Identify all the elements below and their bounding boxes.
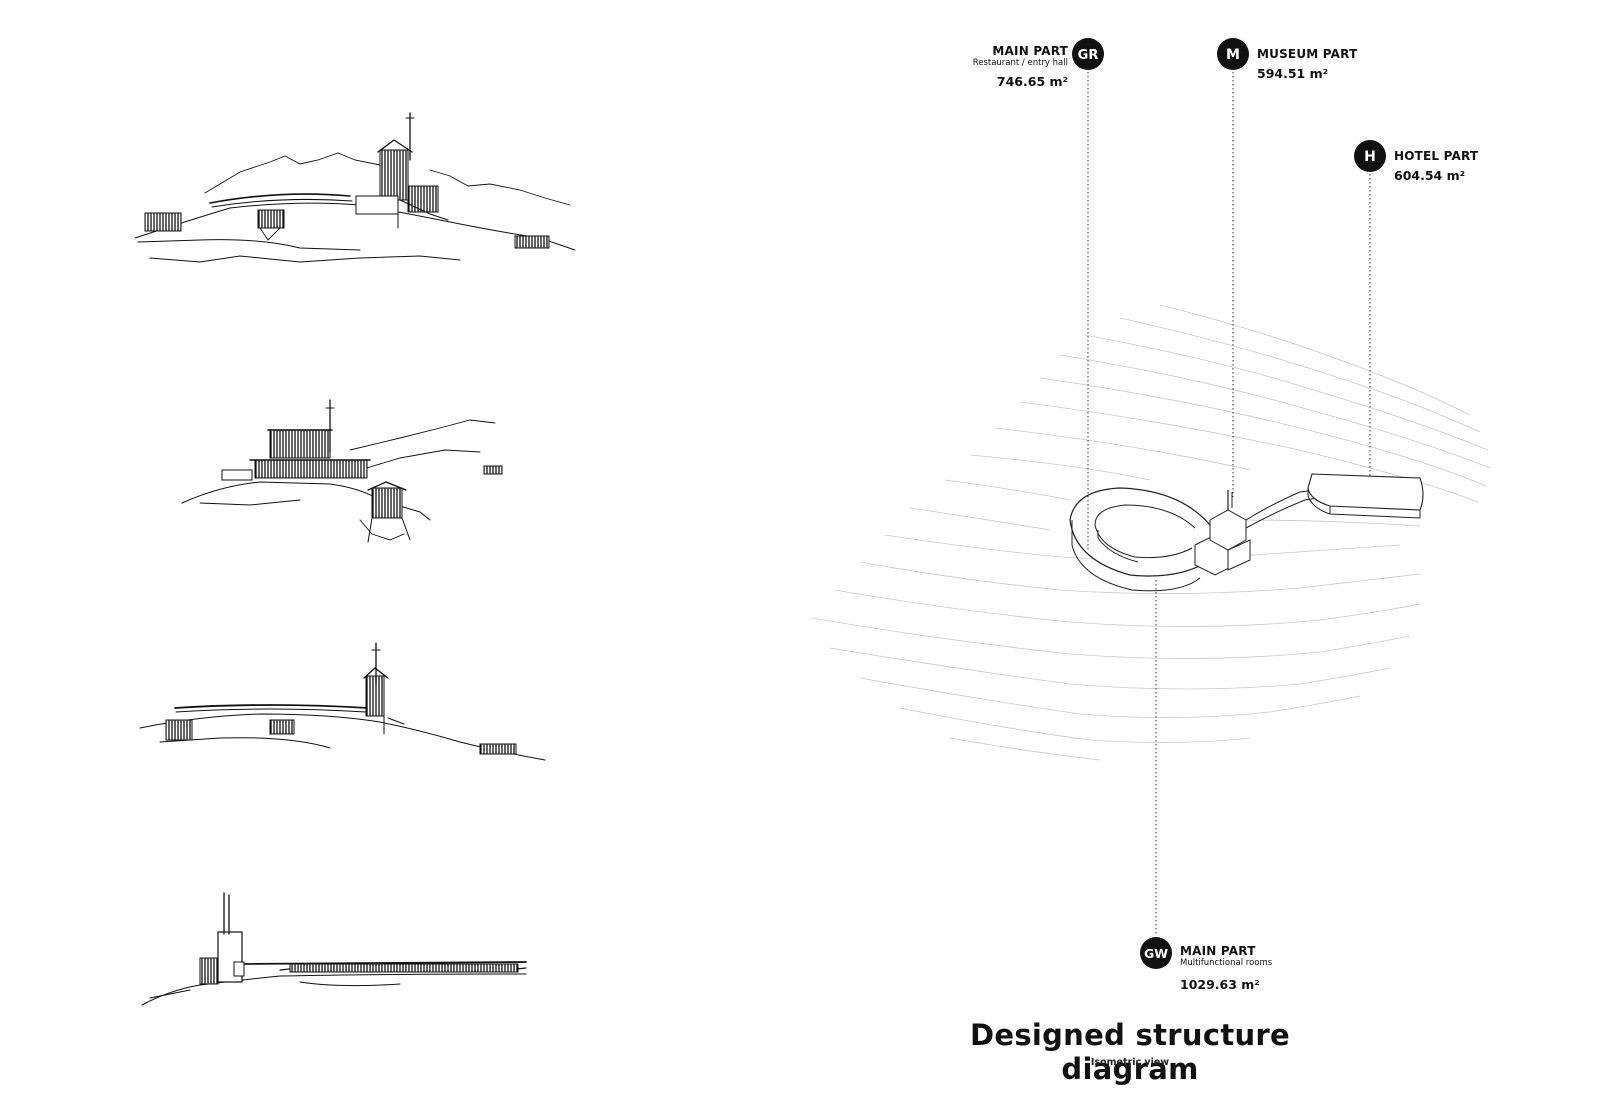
part-name: MAIN PART [1180,944,1256,958]
svg-text:GR: GR [1078,48,1099,63]
leader-lines [1087,68,1371,935]
part-area: 1029.63 m² [1180,977,1260,992]
part-description: Restaurant / entry hall [972,58,1068,68]
elevation-sketch-3 [139,642,546,761]
badge-h: H [1354,140,1386,172]
label-museum-part: MUSEUM PART 594.51 m² [1257,47,1357,81]
elevation-sketch-1 [134,112,576,263]
part-area: 594.51 m² [1257,66,1329,81]
svg-text:H: H [1364,149,1376,165]
svg-text:GW: GW [1144,946,1168,961]
elevation-sketch-4 [141,892,527,1006]
badge-m: M [1217,38,1249,70]
label-main-part-multifunctional: MAIN PART Multifunctional rooms 1029.63 … [1180,944,1272,992]
svg-text:M: M [1226,47,1240,63]
part-area: 746.65 m² [996,74,1068,89]
label-hotel-part: HOTEL PART 604.54 m² [1394,149,1478,183]
part-name: HOTEL PART [1394,149,1479,163]
part-name: MUSEUM PART [1257,47,1358,61]
elevation-sketch-2 [181,399,503,543]
part-area: 604.54 m² [1394,168,1466,183]
diagram-title: Designed structure diagram [969,1018,1290,1086]
badge-gr: GR [1072,38,1104,70]
badge-gw: GW [1140,937,1172,969]
part-description: Multifunctional rooms [1180,958,1273,968]
diagram-subtitle: Isometric view [1090,1057,1170,1068]
label-main-part-restaurant: MAIN PART Restaurant / entry hall 746.65… [973,44,1068,89]
part-name: MAIN PART [992,44,1068,58]
isometric-building-model [1069,473,1424,592]
